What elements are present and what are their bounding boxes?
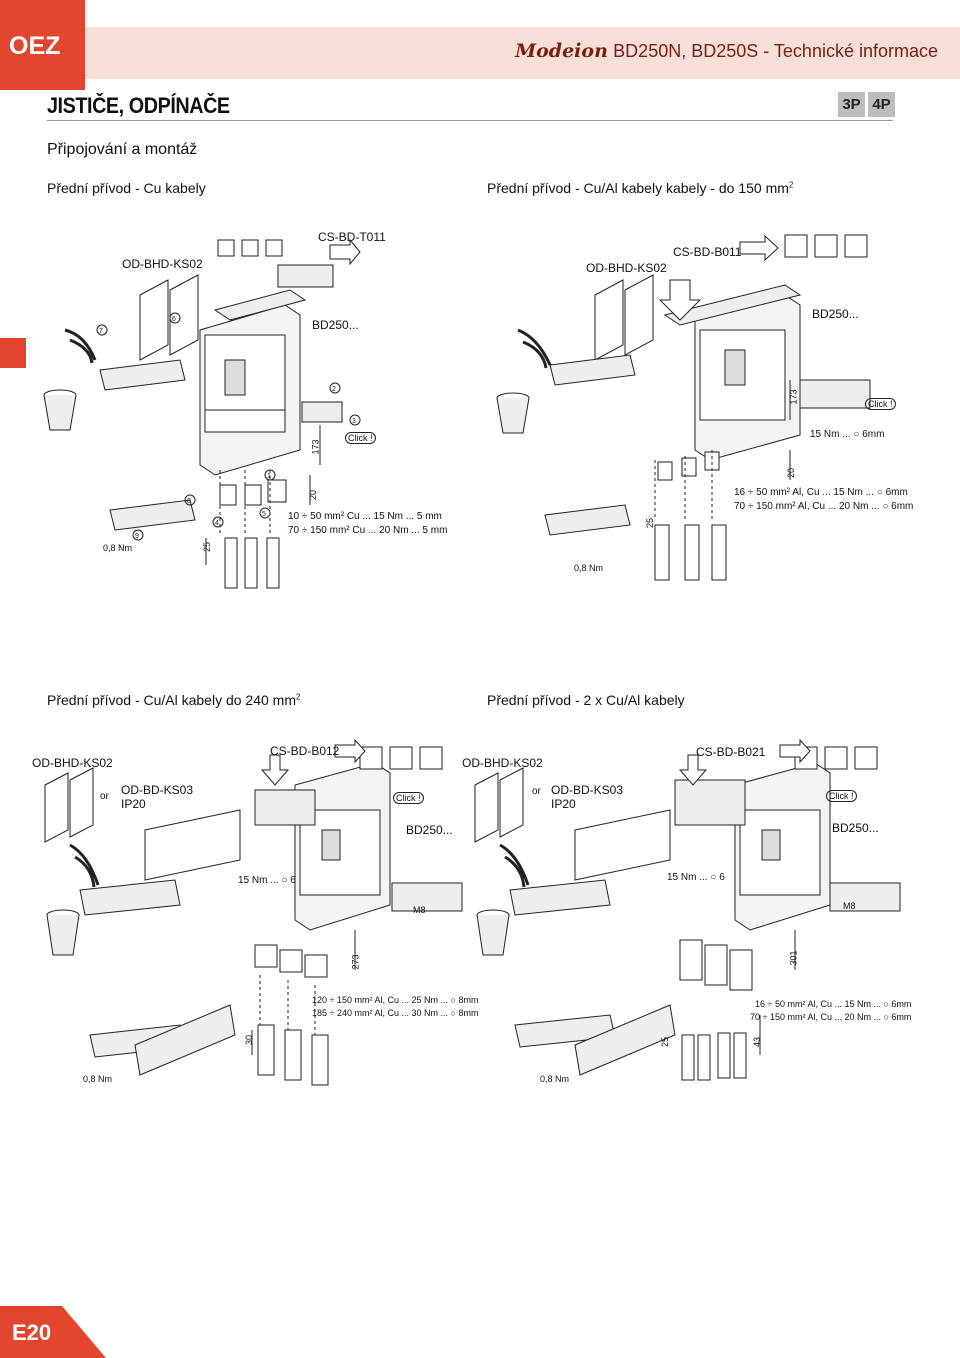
svg-text:4: 4 xyxy=(215,520,219,527)
svg-text:1: 1 xyxy=(267,473,271,480)
svg-text:5: 5 xyxy=(262,511,266,518)
diagram-cual-240: OD-BHD-KS02 CS-BD-B012 or OD-BD-KS03 IP2… xyxy=(30,735,479,1095)
section-title-2x-cual: Přední přívod - 2 x Cu/Al kabely xyxy=(487,692,685,708)
dim-25: 25 xyxy=(645,517,656,529)
spec-line-2: 185 ÷ 240 mm² Al, Cu ... 30 Nm ... ○ 8mm xyxy=(312,1008,479,1018)
badge-3p: 3P xyxy=(838,92,865,117)
section-title-cual-150: Přední přívod - Cu/Al kabely kabely - do… xyxy=(487,180,794,196)
svg-text:3: 3 xyxy=(352,418,356,425)
svg-text:9: 9 xyxy=(135,533,139,540)
ip20-label: IP20 xyxy=(551,797,576,811)
section-title-cual-240: Přední přívod - Cu/Al kabely do 240 mm2 xyxy=(47,692,301,708)
page-heading: JISTIČE, ODPÍNAČE xyxy=(47,93,230,118)
spec-line-1: 120 ÷ 150 mm² Al, Cu ... 25 Nm ... ○ 8mm xyxy=(312,995,479,1005)
page-number: E20 xyxy=(12,1320,52,1345)
breaker-label: BD250... xyxy=(812,307,859,321)
torque-small: 0,8 Nm xyxy=(574,563,604,573)
torque-small: 0,8 Nm xyxy=(83,1074,113,1084)
dim-173: 173 xyxy=(788,389,799,405)
dim-43: 43 xyxy=(752,1036,763,1048)
part-od-bhd-ks02: OD-BHD-KS02 xyxy=(586,261,667,275)
click-label: Click ! xyxy=(865,398,896,410)
torque-small: 0,8 Nm xyxy=(540,1074,570,1084)
click-label: Click ! xyxy=(345,432,376,444)
torque-main: 15 Nm ... ○ 6 xyxy=(238,875,296,886)
title-text: BD250N, BD250S - Technické informace xyxy=(613,41,938,61)
badge-4p: 4P xyxy=(868,92,895,117)
svg-text:2: 2 xyxy=(332,386,336,393)
dim-301: 301 xyxy=(788,950,799,966)
page-number-tab-shape xyxy=(0,1306,106,1358)
svg-text:8: 8 xyxy=(187,498,191,505)
torque-main: 15 Nm ... ○ 6 xyxy=(667,872,725,883)
spec-line-1: 16 ÷ 50 mm² Al, Cu ... 15 Nm ... ○ 6mm xyxy=(755,999,912,1009)
spec-line-2: 70 ÷ 150 mm² Cu ... 20 Nm ... 5 mm xyxy=(288,525,448,536)
diagram-2x-cual: OD-BHD-KS02 CS-BD-B021 or OD-BD-KS03 IP2… xyxy=(460,735,930,1095)
dim-25: 25 xyxy=(202,541,213,553)
part-cs-bd-b021: CS-BD-B021 xyxy=(696,745,766,759)
click-label: Click ! xyxy=(393,792,424,804)
spec-line-2: 70 ÷ 150 mm² Al, Cu ... 20 Nm ... ○ 6mm xyxy=(734,501,914,512)
part-od-bhd-ks02: OD-BHD-KS02 xyxy=(462,756,543,770)
assembly-drawing-4 xyxy=(474,738,901,1081)
part-od-bhd-ks02: OD-BHD-KS02 xyxy=(122,257,203,271)
part-cs-bd-b012: CS-BD-B012 xyxy=(270,744,340,758)
dim-20: 20 xyxy=(308,489,319,501)
assembly-drawing-3 xyxy=(44,738,463,1086)
svg-text:7: 7 xyxy=(99,328,103,335)
heading-rule xyxy=(47,120,893,121)
document-title: Modeion BD250N, BD250S - Technické infor… xyxy=(515,40,938,63)
dim-273: 273 xyxy=(350,954,361,970)
m8-label: M8 xyxy=(413,905,426,915)
breaker-label: BD250... xyxy=(832,821,879,835)
torque-main: 15 Nm ... ○ 6mm xyxy=(810,429,885,440)
diagram-cual-150: OD-BHD-KS02 CS-BD-B011 BD250... Click ! … xyxy=(490,220,914,590)
or-label: or xyxy=(100,791,109,802)
part-od-bd-ks03: OD-BD-KS03 xyxy=(121,783,194,797)
part-cs-bd-b011: CS-BD-B011 xyxy=(673,245,742,259)
spec-line-2: 70 ÷ 150 mm² Al, Cu ... 20 Nm ... ○ 6mm xyxy=(750,1012,912,1022)
assembly-drawing-2 xyxy=(496,234,871,581)
spec-line-1: 10 ÷ 50 mm² Cu ... 15 Nm ... 5 mm xyxy=(288,511,442,522)
dim-25: 25 xyxy=(660,1036,671,1048)
diagram-cu-cables: 7 6 2 3 1 8 9 4 5 OD-BHD-KS02 CS-BD-T011… xyxy=(40,220,460,590)
part-cs-bd-t011: CS-BD-T011 xyxy=(318,230,386,244)
dim-173: 173 xyxy=(310,439,321,455)
torque-small: 0,8 Nm xyxy=(103,543,133,553)
oez-logo: OEZ xyxy=(0,0,85,90)
part-od-bhd-ks02: OD-BHD-KS02 xyxy=(32,756,113,770)
click-label: Click ! xyxy=(826,790,857,802)
assembly-drawing-1: 7 6 2 3 1 8 9 4 5 xyxy=(43,238,361,589)
spec-line-1: 16 ÷ 50 mm² Al, Cu ... 15 Nm ... ○ 6mm xyxy=(734,487,908,498)
header-band xyxy=(85,27,960,79)
part-od-bd-ks03: OD-BD-KS03 xyxy=(551,783,624,797)
or-label: or xyxy=(532,786,541,797)
section-tab xyxy=(0,338,26,368)
svg-text:6: 6 xyxy=(172,316,176,323)
m8-label: M8 xyxy=(843,901,856,911)
breaker-label: BD250... xyxy=(406,823,453,837)
dim-20: 20 xyxy=(786,467,797,479)
section-title-cu-cables: Přední přívod - Cu kabely xyxy=(47,180,206,196)
dim-30: 30 xyxy=(244,1034,255,1046)
ip20-label: IP20 xyxy=(121,797,146,811)
brand-name: Modeion xyxy=(515,40,608,62)
subheading: Připojování a montáž xyxy=(47,141,198,158)
breaker-label: BD250... xyxy=(312,318,359,332)
